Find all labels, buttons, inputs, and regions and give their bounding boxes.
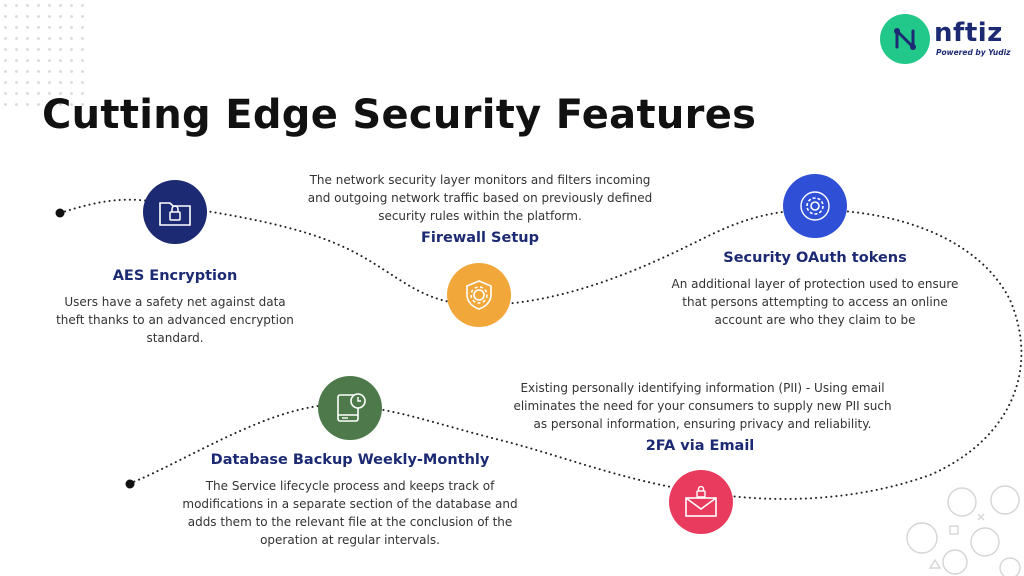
gear-icon xyxy=(800,191,830,221)
step-heading: Firewall Setup xyxy=(421,230,539,246)
step-description: The network security layer monitors and … xyxy=(307,173,653,223)
step-description: An additional layer of protection used t… xyxy=(671,277,959,327)
shield-gear-icon xyxy=(466,280,492,310)
logo-icon xyxy=(880,14,930,64)
step-heading: 2FA via Email xyxy=(645,438,755,454)
logo-name: nftiz xyxy=(934,18,1003,48)
drive-clock-icon xyxy=(337,393,366,422)
envelope-lock-icon xyxy=(685,486,717,517)
step-description: Existing personally identifying informat… xyxy=(513,381,892,431)
email-2fa-circle xyxy=(669,470,733,534)
step-heading: Security OAuth tokens xyxy=(723,250,907,266)
oauth-tokens-circle xyxy=(783,174,847,238)
aes-encryption-circle xyxy=(143,180,207,244)
step-description: The Service lifecycle process and keeps … xyxy=(182,479,518,547)
logo-tagline: Powered by Yudiz xyxy=(936,48,1011,57)
crypto-coins-decoration xyxy=(906,485,1021,576)
page-title: Cutting Edge Security Features xyxy=(42,92,757,138)
dot-grid-decoration xyxy=(0,0,90,110)
database-backup-circle xyxy=(318,376,382,440)
folder-lock-icon xyxy=(159,202,191,226)
firewall-setup-circle xyxy=(447,263,511,327)
step-heading: AES Encryption xyxy=(112,268,238,284)
step-description: Users have a safety net against data the… xyxy=(56,295,294,345)
step-heading: Database Backup Weekly-Monthly xyxy=(210,452,490,468)
